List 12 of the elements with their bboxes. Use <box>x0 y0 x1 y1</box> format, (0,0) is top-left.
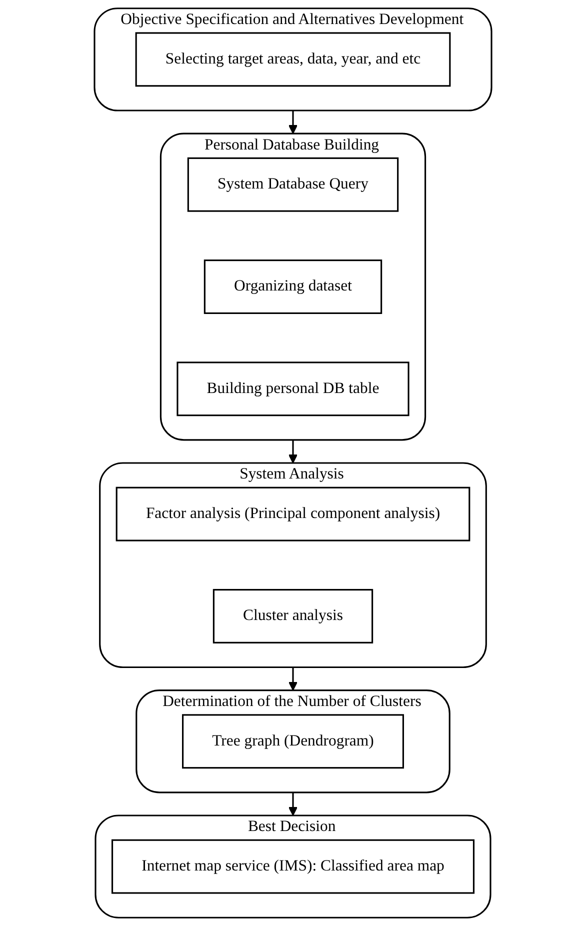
node-box: Internet map service (IMS): Classified area map <box>111 839 475 894</box>
node-box: Tree graph (Dendrogram) <box>182 714 404 769</box>
arrow <box>288 667 298 691</box>
node-box: Selecting target areas, data, year, and etc <box>135 32 451 87</box>
arrow <box>288 440 298 464</box>
node-box: Organizing dataset <box>204 260 382 314</box>
node-box: Building personal DB table <box>176 362 410 416</box>
node-box: Cluster analysis <box>212 588 374 644</box>
node-box: System Database Query <box>187 157 399 212</box>
node-box: Factor analysis (Principal component analysis) <box>116 486 470 542</box>
arrow <box>288 792 298 816</box>
arrow <box>288 110 298 134</box>
